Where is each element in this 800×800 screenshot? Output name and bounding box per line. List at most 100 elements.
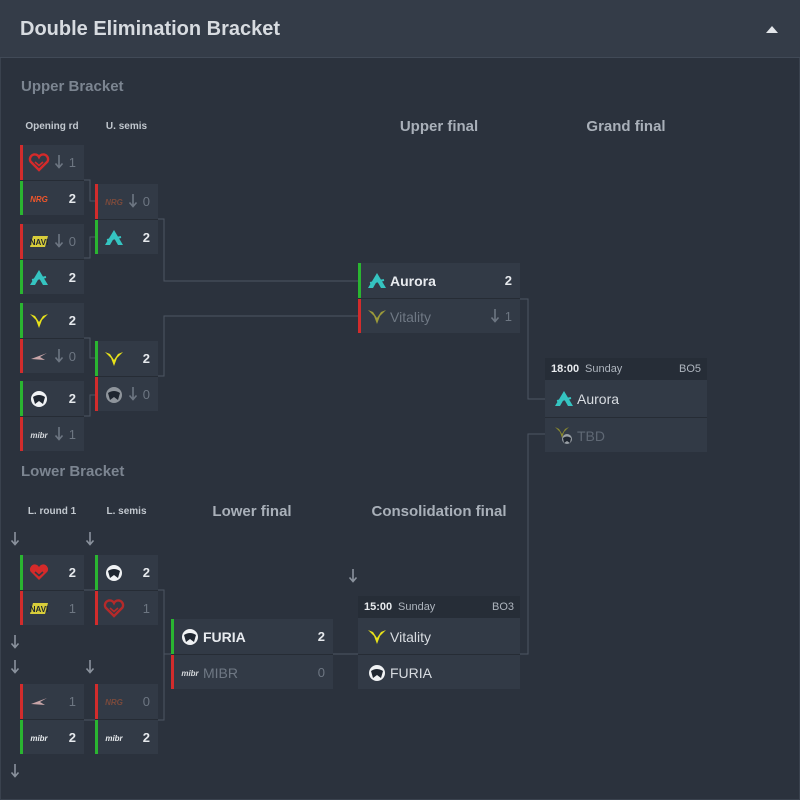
tbd-mixed-logo-icon <box>553 426 575 445</box>
team-slot[interactable]: 2 <box>95 341 158 376</box>
drop-arrow-icon <box>128 387 138 401</box>
match-grand-final[interactable]: 18:00 Sunday BO5 Aurora TBD <box>545 358 707 452</box>
navi-logo-icon: NAVI <box>28 232 50 251</box>
svg-text:mibr: mibr <box>181 669 199 678</box>
team-name: Aurora <box>577 391 620 407</box>
team-name: Vitality <box>390 629 431 645</box>
team-name: TBD <box>577 428 605 444</box>
team-slot[interactable]: Vitality 1 <box>358 298 520 333</box>
team-slot[interactable]: 1 <box>20 684 84 719</box>
team-slot[interactable]: FURIA <box>358 654 520 689</box>
match-lower-semi-2[interactable]: NRG 0 mibr 2 <box>95 684 158 754</box>
furia-logo-icon <box>28 389 50 408</box>
team-slot[interactable]: 2 <box>20 303 84 338</box>
svg-text:NRG: NRG <box>105 698 123 707</box>
team-score: 1 <box>68 694 76 709</box>
team-slot[interactable]: Vitality <box>358 619 520 654</box>
match-header: 18:00 Sunday BO5 <box>545 358 707 380</box>
match-consolidation-final[interactable]: 15:00 Sunday BO3 Vitality FURIA <box>358 596 520 689</box>
team-score: 2 <box>68 313 76 328</box>
match-lower-round1-2[interactable]: 1 mibr 2 <box>20 684 84 754</box>
team-slot[interactable]: 1 <box>20 145 84 180</box>
match-lower-round1-1[interactable]: 2 NAVI 1 <box>20 555 84 625</box>
team-slot[interactable]: 1 <box>95 590 158 625</box>
svg-text:mibr: mibr <box>105 734 123 743</box>
team-slot[interactable]: 2 <box>95 219 158 254</box>
match-upper-final[interactable]: Aurora 2 Vitality 1 <box>358 263 520 333</box>
nrg-logo-icon: NRG <box>103 692 125 711</box>
column-consolidation-final: Consolidation final <box>371 503 507 520</box>
drop-arrow-icon <box>128 194 138 208</box>
team-slot[interactable]: Aurora 2 <box>358 263 520 298</box>
match-format: BO3 <box>491 601 514 613</box>
team-slot[interactable]: NRG 2 <box>20 180 84 215</box>
drop-arrow-icon <box>54 427 64 441</box>
aurora-logo-icon <box>366 271 388 290</box>
match-header: 15:00 Sunday BO3 <box>358 596 520 618</box>
match-upper-semi-2[interactable]: 2 0 <box>95 341 158 411</box>
team-name: FURIA <box>390 665 432 681</box>
drop-arrow-icon <box>490 309 500 323</box>
match-opening-1[interactable]: 1 NRG 2 <box>20 145 84 215</box>
svg-text:NRG: NRG <box>105 198 123 207</box>
team-slot[interactable]: NAVI 0 <box>20 224 84 259</box>
aurora-logo-icon <box>553 389 575 408</box>
team-slot[interactable]: mibr 1 <box>20 416 84 451</box>
team-score: 2 <box>142 351 150 366</box>
match-opening-3[interactable]: 2 0 <box>20 303 84 373</box>
team-score: 2 <box>68 270 76 285</box>
team-slot[interactable]: 0 <box>20 338 84 373</box>
match-lower-semi-1[interactable]: 2 1 <box>95 555 158 625</box>
match-lower-final[interactable]: FURIA 2 mibr MIBR 0 <box>171 619 333 689</box>
team-slot[interactable]: NRG 0 <box>95 184 158 219</box>
imperial-logo-icon <box>28 347 50 366</box>
team-slot[interactable]: mibr 2 <box>95 719 158 754</box>
aurora-logo-icon <box>28 268 50 287</box>
team-slot[interactable]: NRG 0 <box>95 684 158 719</box>
team-slot[interactable]: Aurora <box>545 381 707 416</box>
drop-arrow-icon <box>85 532 95 546</box>
team-slot[interactable]: 2 <box>20 555 84 590</box>
mouz-heart-logo-icon <box>103 599 125 618</box>
match-upper-semi-1[interactable]: NRG 0 2 <box>95 184 158 254</box>
team-score: 2 <box>68 391 76 406</box>
team-name: Vitality <box>390 309 431 325</box>
svg-text:mibr: mibr <box>30 734 48 743</box>
team-slot[interactable]: FURIA 2 <box>171 619 333 654</box>
team-score: 0 <box>142 387 150 402</box>
panel-header: Double Elimination Bracket <box>0 0 800 58</box>
vitality-logo-icon <box>103 349 125 368</box>
svg-text:mibr: mibr <box>30 431 48 440</box>
drop-arrow-icon <box>10 764 20 778</box>
drop-arrow-icon <box>10 660 20 674</box>
match-opening-2[interactable]: NAVI 0 2 <box>20 224 84 294</box>
team-score: 2 <box>68 191 76 206</box>
team-score: 1 <box>142 601 150 616</box>
team-score: 1 <box>68 427 76 442</box>
team-score: 2 <box>504 273 512 288</box>
team-score: 0 <box>142 694 150 709</box>
column-grand-final: Grand final <box>586 118 666 135</box>
match-day: Sunday <box>585 363 623 375</box>
team-slot[interactable]: 2 <box>20 381 84 416</box>
mouz-heart-logo-icon <box>28 153 50 172</box>
team-slot[interactable]: mibr MIBR 0 <box>171 654 333 689</box>
collapse-caret-icon[interactable] <box>766 26 778 33</box>
match-time: 15:00 <box>364 601 393 613</box>
team-score: 1 <box>68 155 76 170</box>
svg-text:NRG: NRG <box>30 195 48 204</box>
team-name: MIBR <box>203 665 238 681</box>
team-slot[interactable]: 0 <box>95 376 158 411</box>
team-slot[interactable]: 2 <box>95 555 158 590</box>
page-title: Double Elimination Bracket <box>20 18 281 40</box>
team-score: 2 <box>142 565 150 580</box>
match-opening-4[interactable]: 2 mibr 1 <box>20 381 84 451</box>
team-slot[interactable]: 2 <box>20 259 84 294</box>
team-slot[interactable]: NAVI 1 <box>20 590 84 625</box>
furia-logo-icon <box>103 385 125 404</box>
team-slot[interactable]: TBD <box>545 417 707 452</box>
drop-arrow-icon <box>54 155 64 169</box>
mibr-logo-icon: mibr <box>28 728 50 747</box>
drop-arrow-icon <box>10 635 20 649</box>
team-slot[interactable]: mibr 2 <box>20 719 84 754</box>
